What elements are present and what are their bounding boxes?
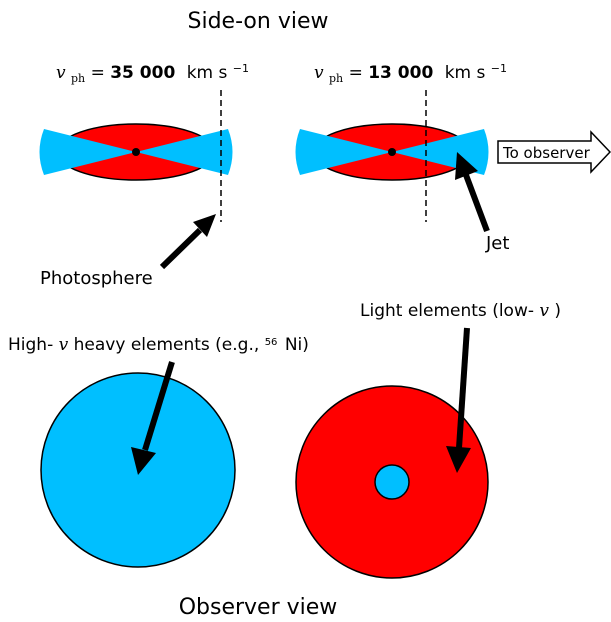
light-arrow-shaft <box>456 327 470 449</box>
left-unit-exp: −1 <box>233 62 249 75</box>
right-v-subscript: ph <box>329 72 343 85</box>
right-equals: = <box>349 63 369 83</box>
svg-text:v ph =: v ph = 35 000 km s −1 <box>56 62 249 86</box>
title-side-on-view: Side-on view <box>188 9 329 34</box>
light-elements-v: v <box>539 301 549 321</box>
heavy-prefix: High- <box>8 335 53 355</box>
left-velocity-value: 35 000 <box>110 63 175 83</box>
light-elements-pointer <box>446 327 471 473</box>
light-elements-prefix: Light elements (low- <box>360 301 534 321</box>
heavy-sup: 56 <box>265 337 278 348</box>
photosphere-arrow-shaft <box>159 227 203 270</box>
jet-arrow-head <box>455 152 478 180</box>
title-observer-view: Observer view <box>179 595 338 618</box>
to-observer-arrow: To observer <box>497 130 611 174</box>
light-arrow-head <box>446 446 471 473</box>
light-elements-suffix: ) <box>554 301 561 321</box>
photosphere-arrow-head <box>193 214 216 237</box>
heavy-elements-label: High- v heavy elements (e.g., 56 Ni) <box>8 335 309 355</box>
light-elements-label: Light elements (low- v ) <box>360 301 561 321</box>
right-jet-cone-left <box>295 129 392 175</box>
left-v-symbol: v <box>56 63 66 83</box>
right-unit: km s <box>445 63 486 83</box>
jet-label: Jet <box>485 233 509 254</box>
photosphere-label: Photosphere <box>40 268 153 289</box>
jet-arrow-shaft <box>463 173 490 233</box>
photosphere-pointer: Photosphere <box>40 214 216 289</box>
left-central-point <box>132 148 140 156</box>
to-observer-label: To observer <box>502 144 591 162</box>
right-central-point <box>388 148 396 156</box>
jet-pointer: Jet <box>455 152 509 254</box>
right-disk-core <box>374 464 410 500</box>
heavy-suffix: Ni) <box>285 335 309 355</box>
svg-text:v ph =: v ph = 13 000 km s −1 <box>314 62 507 86</box>
left-unit: km s <box>187 63 228 83</box>
right-v-symbol: v <box>314 63 324 83</box>
left-velocity-label: v ph = 35 000 km s −1 <box>56 62 249 86</box>
left-jet-cone-left <box>39 129 136 175</box>
right-velocity-label: v ph = 13 000 km s −1 <box>314 62 507 86</box>
heavy-v: v <box>59 335 69 355</box>
left-side-on-system <box>39 90 233 222</box>
right-velocity-value: 13 000 <box>368 63 433 83</box>
heavy-arrow-shaft <box>142 361 175 451</box>
heavy-elements-pointer <box>131 361 175 475</box>
left-v-subscript: ph <box>71 72 85 85</box>
left-jet-cone-right <box>136 129 233 175</box>
heavy-arrow-head <box>131 447 156 475</box>
heavy-middle: heavy elements (e.g., <box>74 335 265 355</box>
right-observer-disk <box>295 385 489 579</box>
to-observer-arrow-shape <box>497 130 611 174</box>
right-unit-exp: −1 <box>491 62 507 75</box>
left-equals: = <box>91 63 111 83</box>
